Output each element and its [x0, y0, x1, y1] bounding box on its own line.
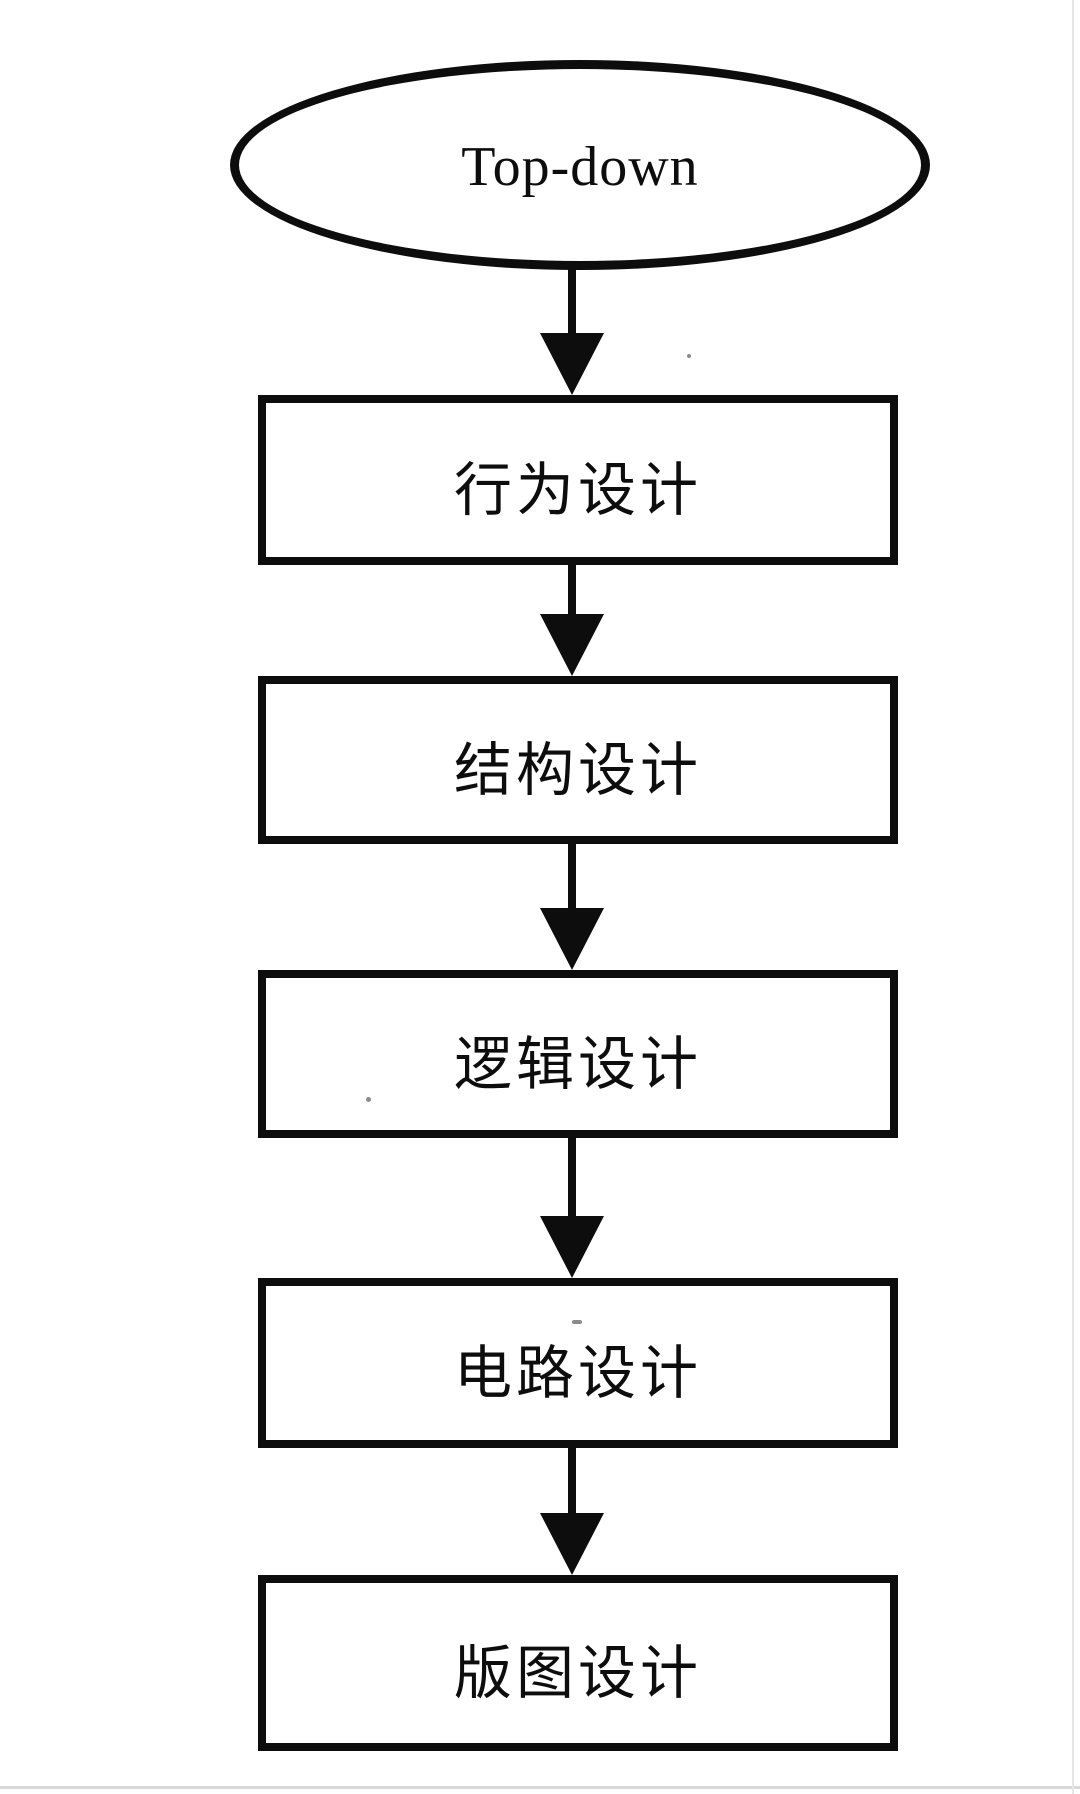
start-node-label: Top-down: [461, 136, 699, 198]
arrow-down-icon: [540, 1216, 604, 1278]
start-node-ellipse: Top-down: [230, 60, 930, 270]
process-box-behavior-design: 行为设计: [258, 395, 898, 565]
arrow-down-icon: [540, 333, 604, 395]
scan-speck: [366, 1097, 371, 1102]
process-box-circuit-design: 电路设计: [258, 1278, 898, 1448]
arrow-stem: [568, 844, 576, 908]
scan-edge-right: [1072, 0, 1074, 1794]
arrow-down-icon: [540, 614, 604, 676]
flow-arrow-5: [540, 1448, 604, 1575]
process-box-label: 逻辑设计: [453, 1032, 702, 1097]
arrow-down-icon: [540, 1513, 604, 1575]
process-box-layout-design: 版图设计: [258, 1575, 898, 1751]
scan-speck: [687, 354, 691, 358]
flow-arrow-2: [540, 565, 604, 676]
arrow-stem: [568, 268, 576, 333]
process-box-label: 版图设计: [453, 1641, 702, 1706]
process-box-label: 行为设计: [453, 458, 702, 523]
flow-arrow-3: [540, 844, 604, 970]
scan-edge-bottom: [0, 1786, 1080, 1789]
arrow-stem: [568, 1138, 576, 1216]
process-box-structure-design: 结构设计: [258, 676, 898, 844]
flow-arrow-1: [540, 268, 604, 395]
process-box-label: 电路设计: [453, 1341, 702, 1406]
scan-speck: [572, 1320, 582, 1324]
process-box-label: 结构设计: [453, 738, 702, 803]
arrow-stem: [568, 565, 576, 614]
arrow-down-icon: [540, 908, 604, 970]
process-box-logic-design: 逻辑设计: [258, 970, 898, 1138]
flow-arrow-4: [540, 1138, 604, 1278]
arrow-stem: [568, 1448, 576, 1513]
